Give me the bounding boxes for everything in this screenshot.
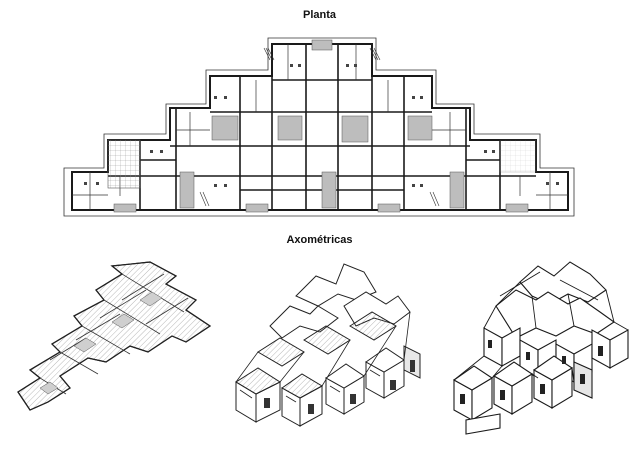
plan-outline xyxy=(63,37,575,217)
terrace-grid-left xyxy=(107,139,141,189)
gray-block xyxy=(407,115,433,141)
terrace-grid-right xyxy=(499,139,537,173)
floor-plan xyxy=(63,37,575,217)
gray-block xyxy=(277,115,303,141)
gray-block xyxy=(505,203,529,213)
axonometric-massing xyxy=(452,261,629,435)
gray-block xyxy=(211,115,239,141)
axonometric-walls xyxy=(235,263,421,427)
gray-block xyxy=(245,203,269,213)
gray-block xyxy=(377,203,401,213)
axonometric-plan xyxy=(17,261,212,411)
gray-block xyxy=(311,39,333,51)
gray-block xyxy=(113,203,137,213)
gray-block xyxy=(341,115,369,143)
plan-title: Planta xyxy=(302,9,336,21)
axonometric-title: Axométricas xyxy=(286,234,353,246)
gray-block xyxy=(179,171,195,209)
gray-block xyxy=(449,171,465,209)
gray-block xyxy=(321,171,337,209)
